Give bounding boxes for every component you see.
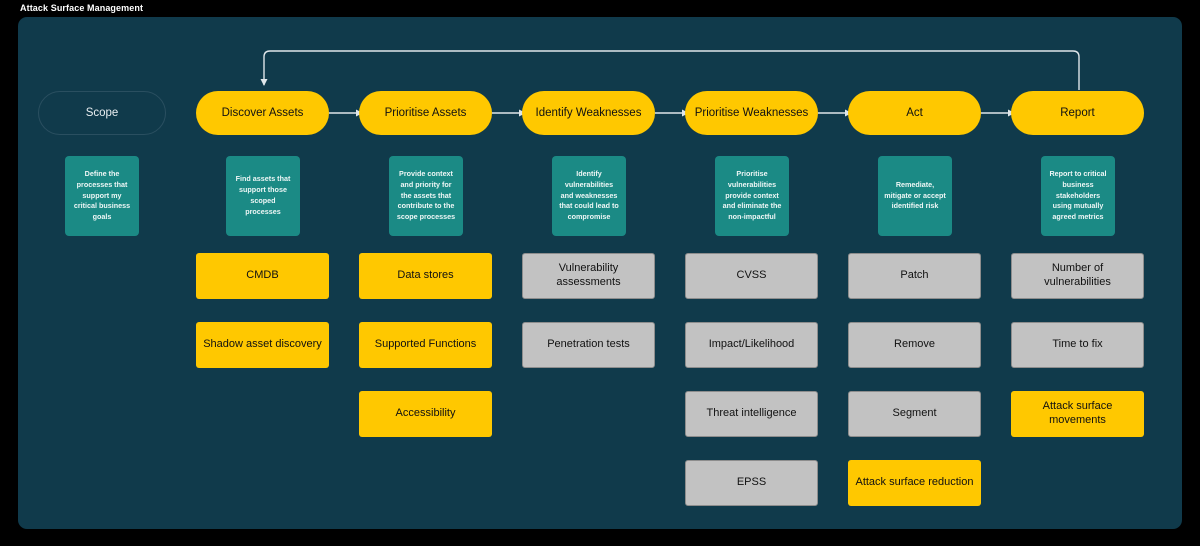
stage-label: Scope [85,106,119,119]
diagram-canvas[interactable]: Scope Discover Assets Prioritise Assets … [18,17,1182,529]
stage-discover-assets[interactable]: Discover Assets [196,91,329,135]
description-identify-weaknesses: Identify vulnerabilities and weaknesses … [552,156,626,236]
item-epss[interactable]: EPSS [685,460,818,506]
stage-label: Prioritise Assets [384,106,467,119]
item-cvss[interactable]: CVSS [685,253,818,299]
item-remove[interactable]: Remove [848,322,981,368]
stage-label: Report [1060,106,1095,119]
window-title: Attack Surface Management [20,3,144,13]
stage-act[interactable]: Act [848,91,981,135]
description-report: Report to critical business stakeholders… [1041,156,1115,236]
item-data-stores[interactable]: Data stores [359,253,492,299]
item-time-to-fix[interactable]: Time to fix [1011,322,1144,368]
stage-label: Identify Weaknesses [535,106,642,119]
item-vulnerability-assessments[interactable]: Vulnerability assessments [522,253,655,299]
stage-report[interactable]: Report [1011,91,1144,135]
description-prioritise-assets: Provide context and priority for the ass… [389,156,463,236]
description-scope: Define the processes that support my cri… [65,156,139,236]
description-prioritise-weaknesses: Prioritise vulnerabilities provide conte… [715,156,789,236]
item-segment[interactable]: Segment [848,391,981,437]
arrow-feedback-report-to-discover [260,50,1080,90]
stage-prioritise-assets[interactable]: Prioritise Assets [359,91,492,135]
stage-prioritise-weaknesses[interactable]: Prioritise Weaknesses [685,91,818,135]
item-attack-surface-reduction[interactable]: Attack surface reduction [848,460,981,506]
stage-scope[interactable]: Scope [38,91,166,135]
stage-identify-weaknesses[interactable]: Identify Weaknesses [522,91,655,135]
description-act: Remediate, mitigate or accept identified… [878,156,952,236]
item-penetration-tests[interactable]: Penetration tests [522,322,655,368]
stage-label: Discover Assets [221,106,304,119]
stage-label: Act [906,106,923,119]
item-threat-intelligence[interactable]: Threat intelligence [685,391,818,437]
item-impact-likelihood[interactable]: Impact/Likelihood [685,322,818,368]
item-supported-functions[interactable]: Supported Functions [359,322,492,368]
item-cmdb[interactable]: CMDB [196,253,329,299]
description-discover-assets: Find assets that support those scoped pr… [226,156,300,236]
item-attack-surface-movements[interactable]: Attack surface movements [1011,391,1144,437]
item-patch[interactable]: Patch [848,253,981,299]
window-titlebar: Attack Surface Management [0,0,1200,17]
item-number-of-vulnerabilities[interactable]: Number of vulnerabilities [1011,253,1144,299]
stage-label: Prioritise Weaknesses [694,106,809,119]
item-accessibility[interactable]: Accessibility [359,391,492,437]
item-shadow-asset-discovery[interactable]: Shadow asset discovery [196,322,329,368]
